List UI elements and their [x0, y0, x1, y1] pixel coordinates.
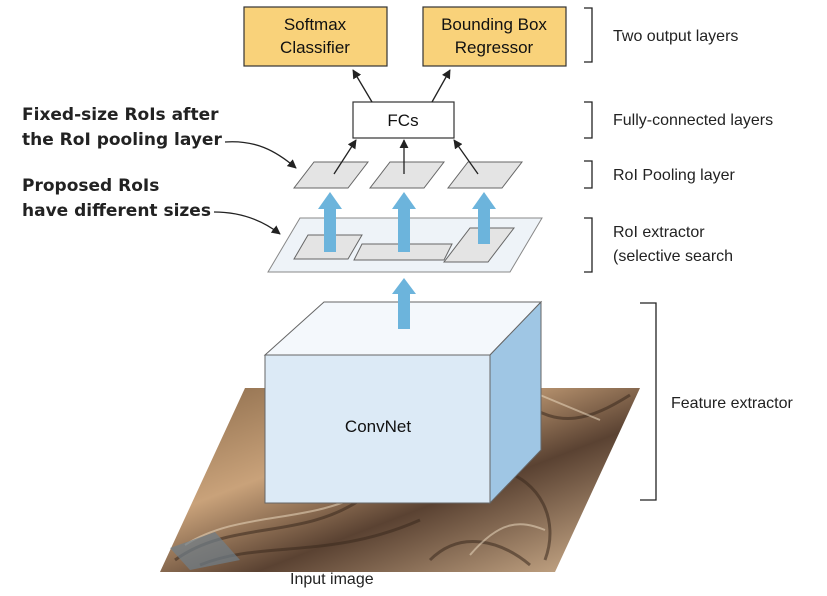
arrow-pool3-fcs [453, 139, 479, 175]
proposed-rois-pointer [213, 211, 281, 235]
arrow-fcs-bbox [431, 69, 451, 103]
blue-arrow-roi-2 [392, 192, 416, 252]
bracket-roi-extractor [584, 217, 593, 273]
fcs-label: FCs [387, 111, 418, 130]
fixed-size-rois-line2: the RoI pooling layer [22, 130, 222, 150]
roi-extractor-label-line2: (selective search [613, 248, 733, 265]
pooled-roi-2 [368, 161, 446, 189]
pooled-roi-3 [446, 161, 524, 189]
fully-connected-layers-label: Fully-connected layers [613, 112, 773, 129]
softmax-classifier-box [243, 6, 388, 67]
feature-extractor-label: Feature extractor [671, 395, 794, 412]
arrow-fcs-softmax [352, 69, 373, 103]
bounding-box-regressor-box [422, 6, 567, 67]
cube-front [264, 354, 491, 504]
convnet-cube [263, 300, 543, 505]
blue-arrow-roi-1 [318, 192, 342, 252]
blue-arrow-roi-3 [472, 192, 496, 244]
bracket-fully-connected [584, 101, 593, 139]
roi-pooling-layer-label: RoI Pooling layer [613, 167, 736, 184]
blue-arrow-convnet [392, 278, 416, 329]
softmax-label-line2: Classifier [280, 38, 350, 57]
bracket-two-output [584, 7, 593, 63]
input-image-label: Input image [290, 571, 374, 588]
two-output-layers-label: Two output layers [613, 28, 738, 45]
roi-extractor-label-line1: RoI extractor [613, 224, 705, 241]
pooled-roi-1 [292, 161, 370, 189]
bracket-feature-extractor [640, 302, 657, 501]
fcs-box [352, 101, 455, 139]
fixed-size-rois-pointer [224, 141, 297, 169]
softmax-label-line1: Softmax [284, 15, 347, 34]
convnet-label: ConvNet [345, 417, 411, 436]
proposed-rois-line2: have different sizes [22, 201, 211, 221]
proposed-roi-3 [442, 227, 516, 263]
proposed-rois-line1: Proposed RoIs [22, 176, 159, 196]
bbox-label-line2: Regressor [455, 38, 534, 57]
bbox-label-line1: Bounding Box [441, 15, 547, 34]
arrow-pool1-fcs [333, 139, 357, 175]
fixed-size-rois-line1: Fixed-size RoIs after [22, 105, 219, 125]
bracket-roi-pooling [584, 160, 593, 189]
